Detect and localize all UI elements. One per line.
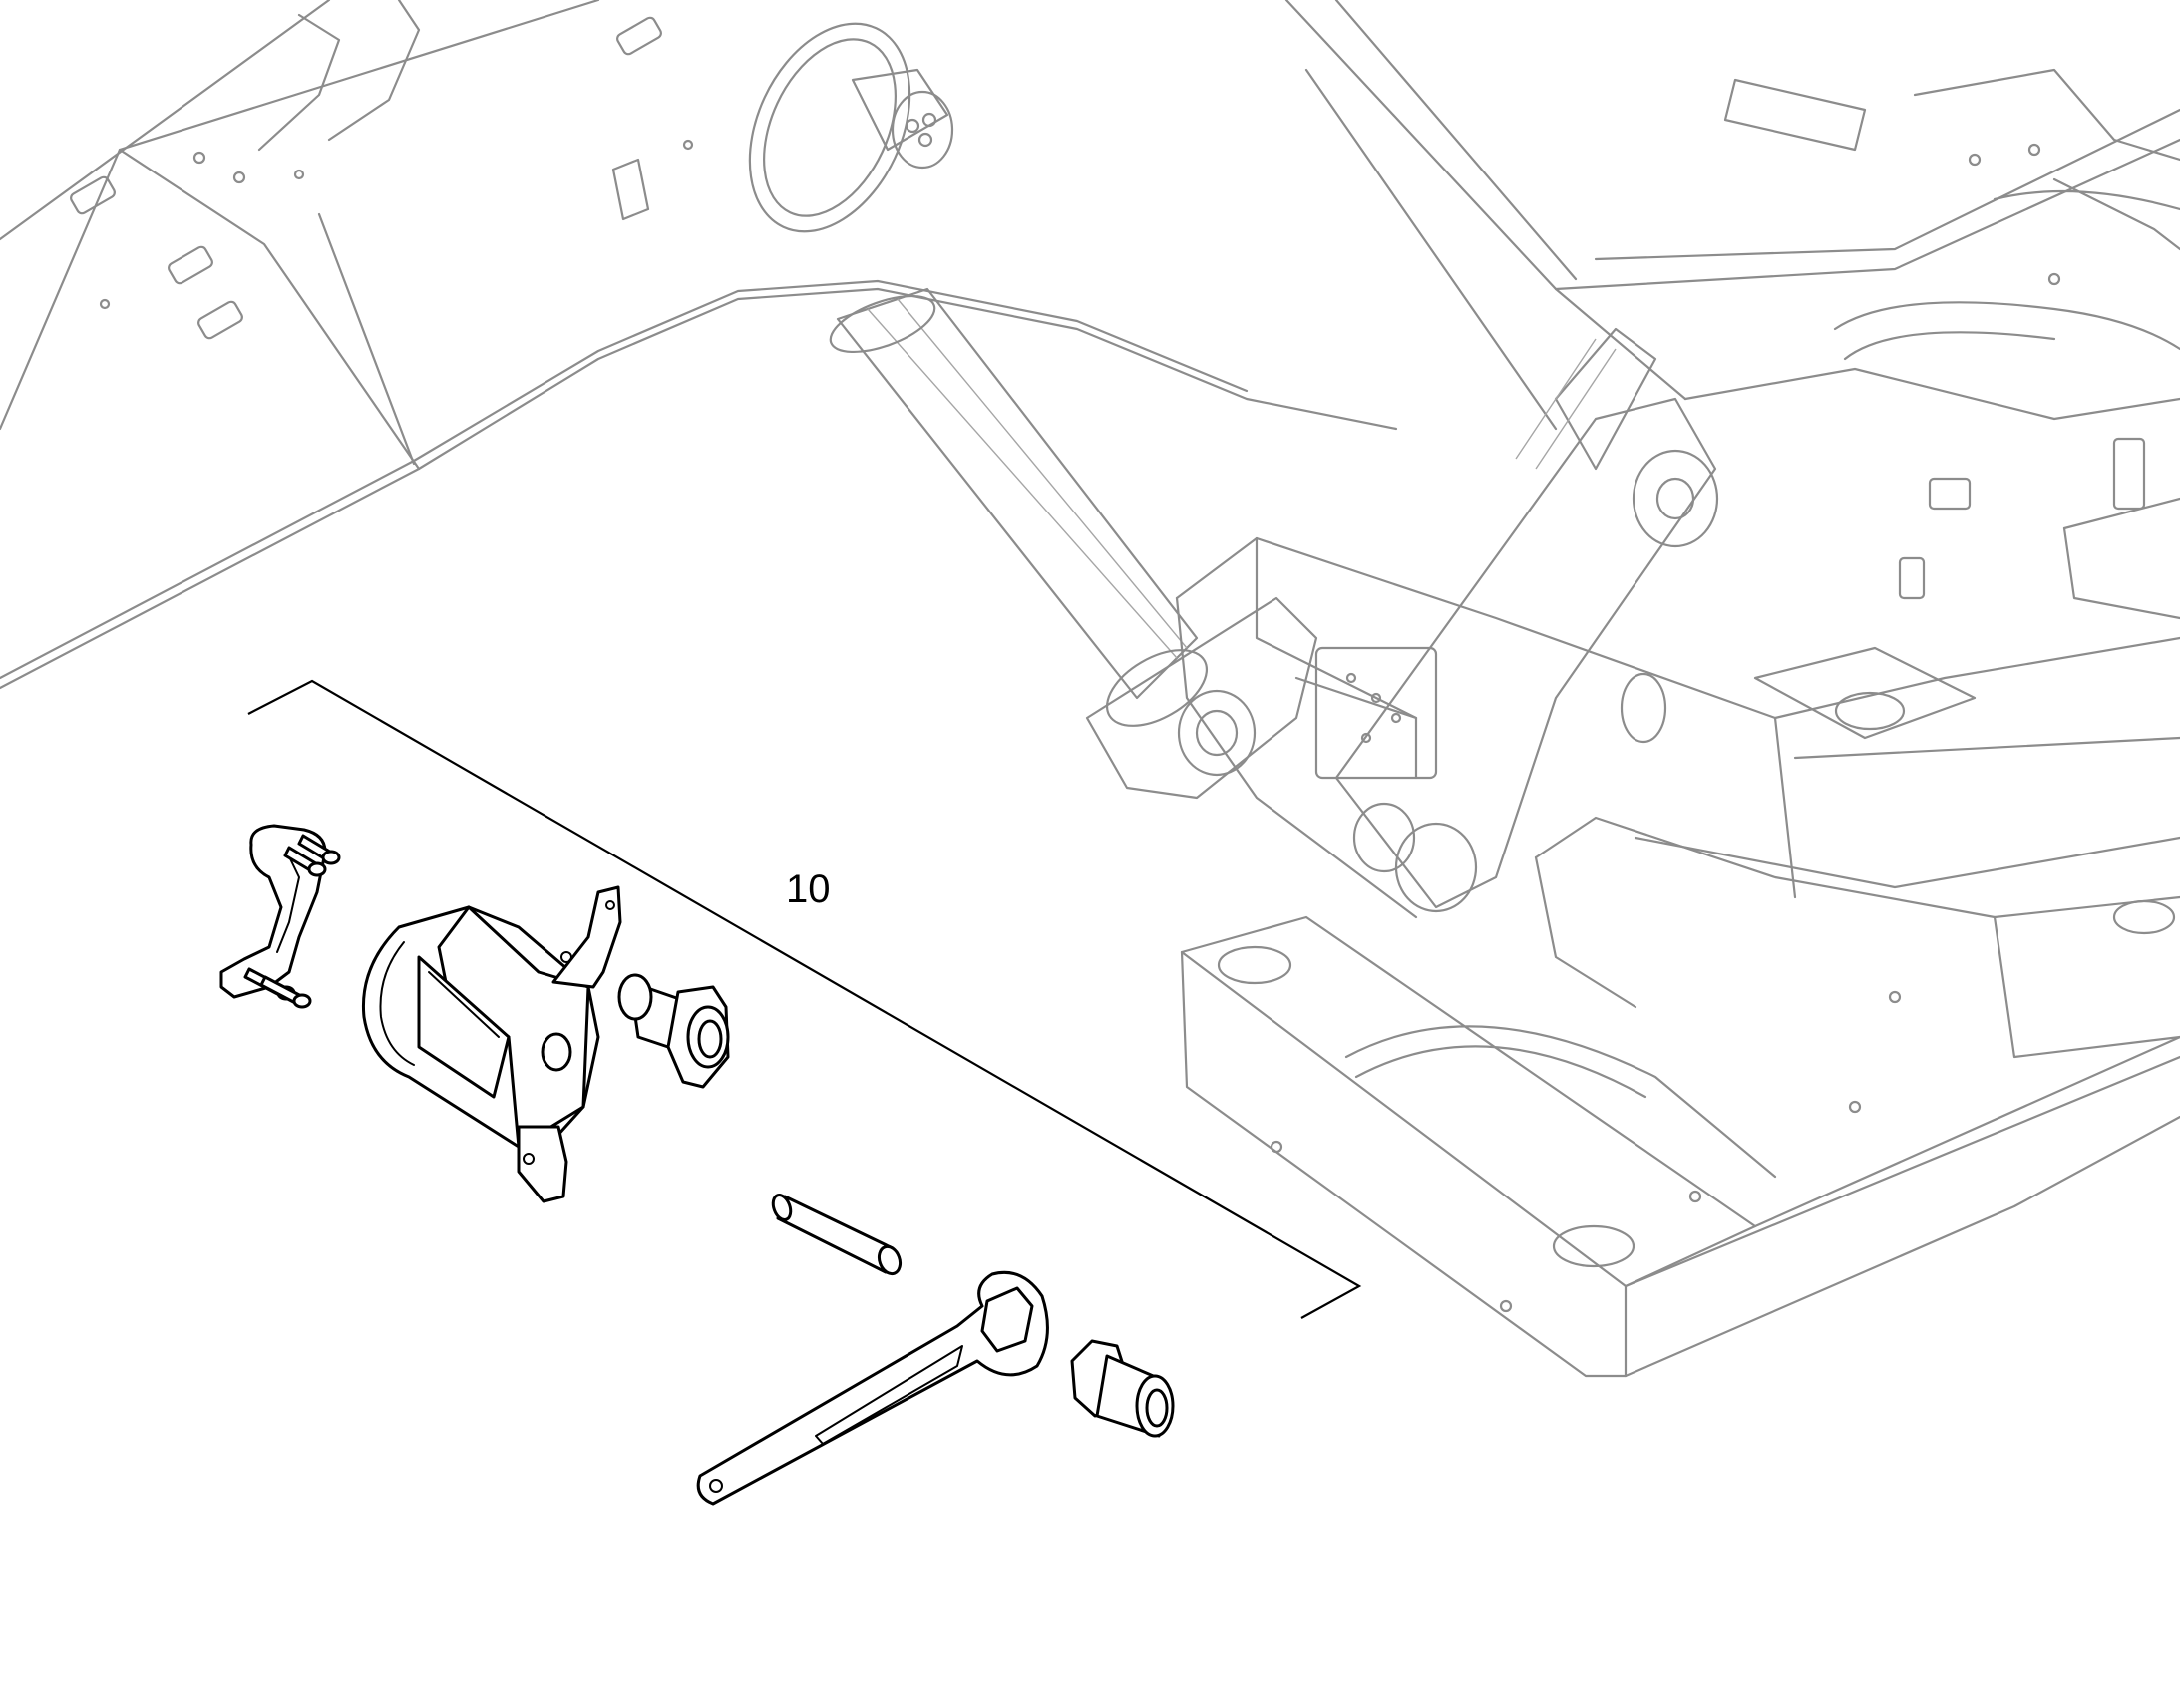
upper-structure xyxy=(1284,0,2180,620)
boom-arm xyxy=(0,0,1398,690)
machine-background xyxy=(0,0,2180,1378)
lower-chassis xyxy=(1175,536,2180,1378)
tool-kit-parts xyxy=(219,824,1175,1506)
nut-adapter-lower xyxy=(1070,1339,1175,1438)
bracket-line xyxy=(247,679,1362,1319)
callout-10: 10 xyxy=(786,867,831,911)
hydraulic-cylinder xyxy=(829,287,1209,727)
link-plates xyxy=(1085,397,1719,913)
pin-rod xyxy=(771,1193,903,1276)
spanner-wrench xyxy=(696,1270,1049,1506)
callout-bracket: 10 xyxy=(247,679,1362,1319)
mounting-bracket xyxy=(219,824,341,1009)
boom-pin-flange xyxy=(748,22,954,233)
guide-housing xyxy=(361,885,622,1203)
nut-adapter-upper xyxy=(617,973,730,1089)
